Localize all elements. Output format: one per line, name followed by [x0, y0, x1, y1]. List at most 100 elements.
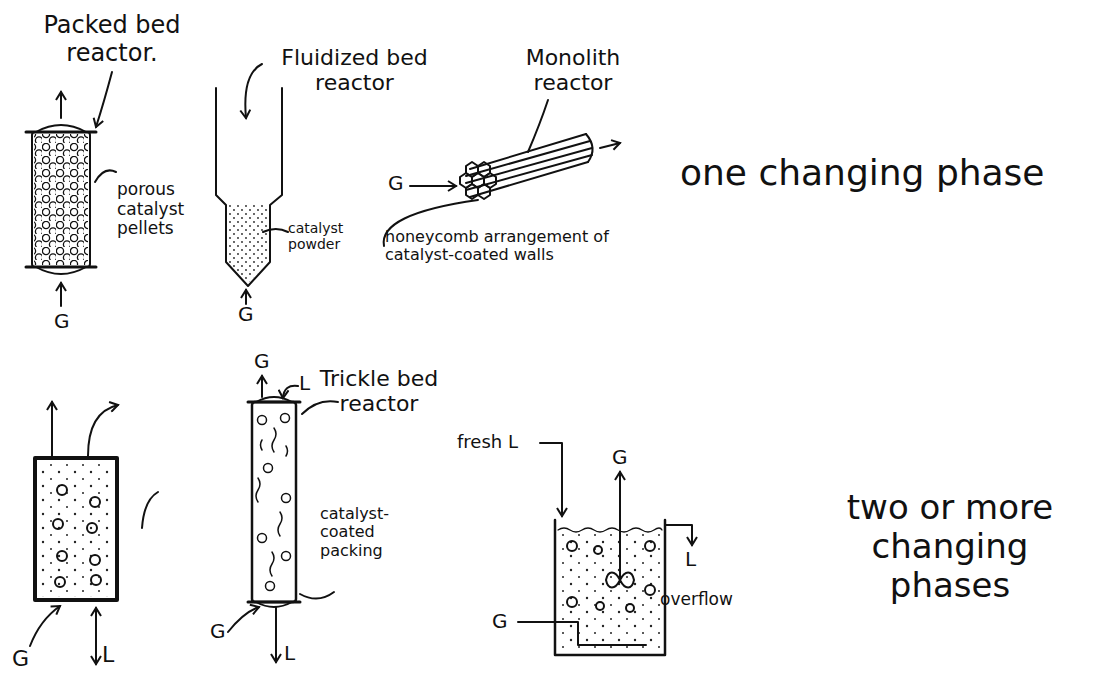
- impeller: [606, 573, 634, 588]
- bubble: [55, 577, 65, 587]
- inlet-arrow: [283, 386, 298, 398]
- text-label: Packed bed reactor.: [22, 12, 202, 67]
- outlet-arrow: [51, 402, 53, 456]
- text-label: G: [12, 646, 38, 671]
- packing-ring: [258, 416, 267, 425]
- column-cap: [256, 397, 292, 607]
- packing-squiggle: [270, 552, 274, 576]
- text-label: catalyst-coated packing: [320, 505, 412, 560]
- text-label: L: [685, 548, 709, 571]
- leader-line: [300, 592, 334, 599]
- liquid-arrow: [95, 608, 97, 664]
- leader-line: [96, 72, 112, 127]
- leader-line: [302, 401, 338, 414]
- packing-squiggle: [256, 478, 260, 502]
- honeycomb-cell: [478, 162, 490, 177]
- bubble: [87, 523, 97, 533]
- text-label: one changing phase: [680, 152, 1110, 193]
- packing-squiggle: [278, 512, 282, 536]
- liquid-surface: [558, 528, 662, 532]
- text-label: L: [299, 372, 323, 395]
- channel-wall: [466, 141, 590, 176]
- coated-packing: [256, 414, 291, 591]
- column-flange: [248, 402, 300, 602]
- text-label: fresh L: [457, 432, 547, 453]
- bubble: [53, 519, 63, 529]
- honeycomb-cell: [466, 184, 478, 199]
- feed-arrow: [540, 443, 562, 516]
- text-label: Fluidized bed reactor: [252, 45, 457, 96]
- bubble: [57, 551, 67, 561]
- bubble: [596, 602, 604, 610]
- leader-line: [95, 170, 116, 182]
- stirrer-shaft: [619, 516, 621, 578]
- channel-wall: [470, 162, 588, 197]
- column-cap: [36, 125, 86, 274]
- text-label: G: [54, 310, 78, 333]
- drawing: [26, 64, 692, 664]
- bubble: [57, 485, 67, 495]
- catalyst-pellets: [34, 134, 88, 265]
- leader-line: [263, 229, 288, 232]
- text-label: Trickle bed reactor: [304, 366, 454, 417]
- packing-squiggle: [286, 446, 288, 456]
- outlet-arrow: [619, 472, 621, 516]
- bubbles: [567, 541, 655, 612]
- bubble: [645, 541, 655, 551]
- packing-ring: [282, 494, 291, 503]
- text-label: catalyst powder: [288, 220, 360, 252]
- trickle-bed-column: [252, 402, 296, 602]
- text-label: two or more changing phases: [815, 488, 1085, 605]
- inlet-arrow: [410, 185, 456, 187]
- bubbles: [558, 530, 662, 652]
- column-flange: [26, 132, 96, 267]
- packing-squiggle: [261, 440, 263, 450]
- text-label: L: [284, 642, 308, 665]
- outlet-arrow: [88, 405, 118, 456]
- outlet-arrow: [60, 92, 62, 118]
- text-label: G: [388, 172, 412, 195]
- packing-ring: [258, 534, 267, 543]
- text-label: G: [254, 350, 278, 373]
- bubble: [90, 497, 100, 507]
- honeycomb-cell: [478, 184, 490, 199]
- text-label: porous catalyst pellets: [117, 180, 209, 239]
- packing-ring: [281, 414, 290, 423]
- packing-ring: [282, 552, 291, 561]
- inlet-arrow: [245, 290, 247, 304]
- inlet-arrow: [228, 607, 259, 632]
- text-label: G: [492, 610, 516, 633]
- outlet-arrow: [600, 143, 620, 148]
- packed-bed-column: [32, 132, 90, 267]
- outlet-arrow: [261, 376, 263, 397]
- leader-line: [142, 492, 158, 528]
- honeycomb-cell: [466, 162, 478, 177]
- reactor-vessel: [35, 458, 117, 600]
- inlet-arrow: [60, 283, 62, 306]
- packing-ring: [266, 582, 275, 591]
- packing-ring: [264, 464, 273, 473]
- text-label: Monolith reactor: [498, 45, 648, 96]
- bubbles: [53, 485, 101, 587]
- bubbles: [38, 461, 114, 597]
- bubble: [567, 597, 577, 607]
- fluidized-bed-vessel: [216, 88, 282, 286]
- text-label: G: [210, 620, 234, 643]
- monolith-bundle: [460, 134, 593, 199]
- bubble: [567, 541, 577, 551]
- packing-squiggle: [272, 428, 276, 452]
- bubble: [594, 546, 602, 554]
- bundle-end: [586, 134, 593, 162]
- bubble: [645, 585, 655, 595]
- text-label: overflow: [660, 590, 760, 610]
- text-label: G: [238, 303, 262, 326]
- inlet-arrow: [30, 606, 60, 646]
- bubble: [91, 575, 101, 585]
- text-label: G: [612, 446, 636, 469]
- outlet-arrow: [275, 607, 277, 662]
- overflow-arrow: [665, 525, 692, 545]
- leader-line: [245, 64, 262, 118]
- text-label: L: [102, 642, 128, 667]
- bubble: [90, 555, 100, 565]
